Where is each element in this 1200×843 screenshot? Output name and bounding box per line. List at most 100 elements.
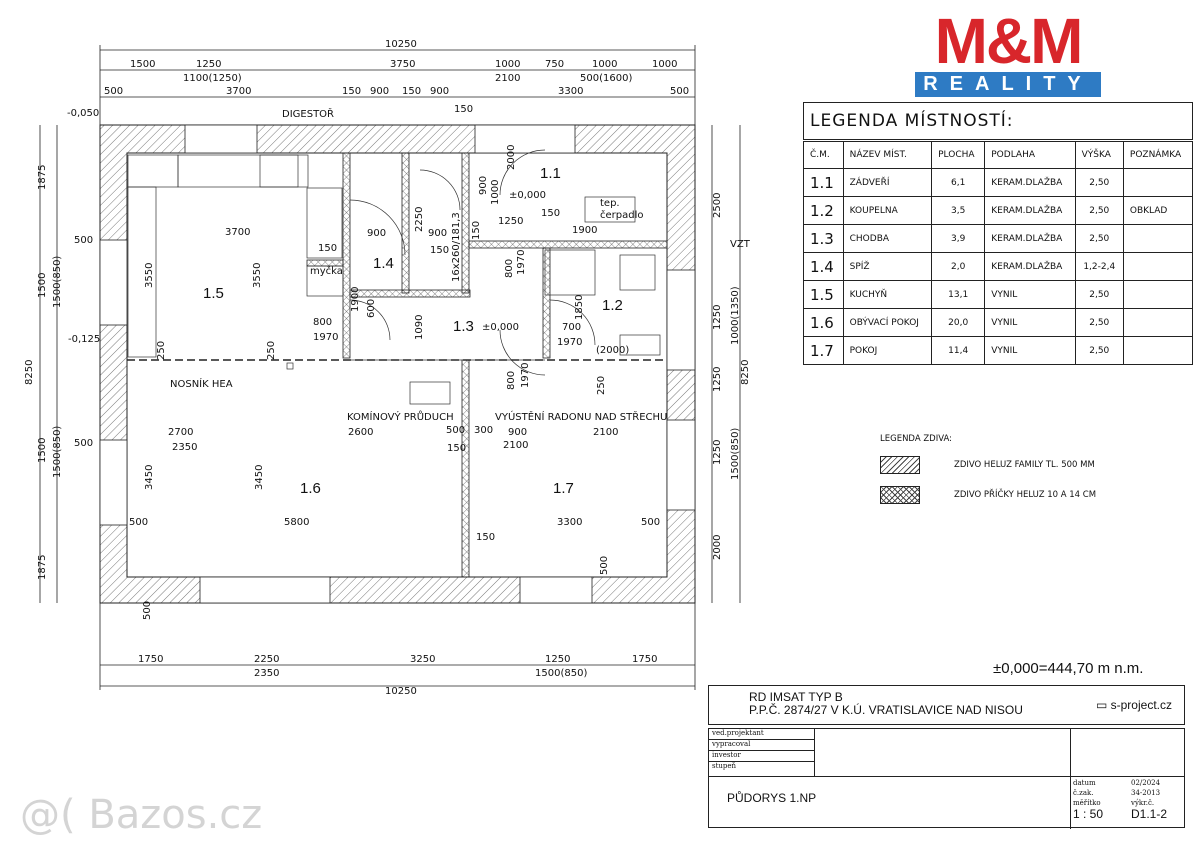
- dimension-label: 250: [596, 376, 607, 395]
- dimension-label: 2250: [414, 207, 425, 232]
- dimension-label: 3250: [410, 654, 435, 665]
- role-label: investor: [709, 751, 814, 762]
- mm-reality-logo: M&M REALITY: [915, 9, 1101, 98]
- role-label: ved.projektant: [709, 729, 814, 740]
- dimension-label: 750: [545, 59, 564, 70]
- hatch-swatch: [880, 456, 920, 474]
- dimension-label: 800: [506, 371, 517, 390]
- dimension-label: 3750: [390, 59, 415, 70]
- wall-legend-label: ZDIVO HELUZ FAMILY TL. 500 MM: [954, 460, 1095, 470]
- dimension-label: 2350: [172, 442, 197, 453]
- sheet-label: výkr.č.: [1131, 799, 1155, 807]
- room-legend-cell: VYNIL: [984, 336, 1076, 365]
- column-header: NÁZEV MÍST.: [842, 140, 933, 169]
- dimension-label: 800: [313, 317, 332, 328]
- dimension-label: 3550: [144, 263, 155, 288]
- plan-annotation: -0,050: [67, 108, 99, 119]
- room-legend-cell: 1.2: [803, 196, 844, 225]
- room-legend-cell: OBKLAD: [1122, 196, 1194, 225]
- room-legend-cell: SPÍŽ: [842, 252, 933, 281]
- room-legend-cell: 2,50: [1074, 196, 1124, 225]
- role-label: vypracoval: [709, 740, 814, 751]
- dimension-label: 900: [430, 86, 449, 97]
- dimension-label: 500: [129, 517, 148, 528]
- room-legend-cell: KERAM.DLAŽBA: [984, 224, 1076, 253]
- dimension-label: 2000: [712, 535, 723, 560]
- room-legend-cell: 13,1: [931, 280, 986, 309]
- role-label: stupeň: [712, 762, 737, 770]
- dimension-label: 150: [402, 86, 421, 97]
- dimension-label: 1500(850): [730, 428, 741, 480]
- dimension-label: 3700: [225, 227, 250, 238]
- crosshatch-swatch: [880, 486, 920, 504]
- room-legend-cell: KERAM.DLAŽBA: [984, 168, 1076, 197]
- dimension-label: 150: [476, 532, 495, 543]
- room-number: 1.5: [203, 285, 224, 302]
- room-legend-cell: [1122, 224, 1194, 253]
- dimension-label: 500: [104, 86, 123, 97]
- wall-legend-title: LEGENDA ZDIVA:: [880, 434, 953, 444]
- dimension-label: 3300: [557, 517, 582, 528]
- dimension-label: 1500(850): [535, 668, 587, 679]
- dimension-label: 1970: [313, 332, 338, 343]
- title-block-body: ved.projektant vypracoval investor stupe…: [708, 728, 1185, 829]
- room-legend-cell: 2,0: [931, 252, 986, 281]
- dimension-label: 1500: [37, 438, 48, 463]
- dimension-label: 1500: [130, 59, 155, 70]
- room-legend-cell: 2,50: [1074, 336, 1124, 365]
- dimension-label: 1250: [498, 216, 523, 227]
- dimension-label: 1500: [37, 273, 48, 298]
- room-legend-cell: 1.3: [803, 224, 844, 253]
- dimension-label: 1750: [632, 654, 657, 665]
- dimension-label: 300: [474, 425, 493, 436]
- room-legend-cell: CHODBA: [842, 224, 933, 253]
- wall-legend-item: ZDIVO HELUZ FAMILY TL. 500 MM: [880, 456, 1096, 474]
- project-name: RD IMSAT TYP B: [749, 690, 843, 704]
- dimension-label: 600: [366, 299, 377, 318]
- dimension-label: 900: [428, 228, 447, 239]
- dimension-label: 1970: [520, 363, 531, 388]
- project-header: RD IMSAT TYP B P.P.Č. 2874/27 V K.Ú. VRA…: [708, 685, 1185, 725]
- room-legend-cell: OBÝVACÍ POKOJ: [842, 308, 933, 337]
- plan-annotation: -0,125: [68, 334, 100, 345]
- room-legend-cell: 1.6: [803, 308, 844, 337]
- room-legend-cell: 3,5: [931, 196, 986, 225]
- dimension-label: 150: [430, 245, 449, 256]
- room-legend-cell: POKOJ: [842, 336, 933, 365]
- dimension-label: 2100: [593, 427, 618, 438]
- wall-legend: LEGENDA ZDIVA: ZDIVO HELUZ FAMILY TL. 50…: [880, 434, 1096, 504]
- dimension-label: 2500: [712, 193, 723, 218]
- dimension-label: 500: [599, 556, 610, 575]
- plan-annotation: tep.: [600, 198, 620, 209]
- dimension-label: 900: [478, 176, 489, 195]
- room-legend-cell: KERAM.DLAŽBA: [984, 252, 1076, 281]
- room-legend-cell: [1122, 168, 1194, 197]
- dimension-label: 8250: [740, 360, 751, 385]
- room-legend-cell: 2,50: [1074, 280, 1124, 309]
- room-legend-table: LEGENDA MÍSTNOSTÍ: Č.M. NÁZEV MÍST. PLOC…: [803, 102, 1194, 365]
- plan-annotation: DIGESTOŘ: [282, 107, 334, 120]
- dimension-label: 1750: [138, 654, 163, 665]
- room-legend-cell: 3,9: [931, 224, 986, 253]
- room-legend-cell: KERAM.DLAŽBA: [984, 196, 1076, 225]
- room-legend-cell: ZÁDVEŘÍ: [842, 168, 933, 197]
- dimension-label: 900: [370, 86, 389, 97]
- company-name: s-project.cz: [1110, 698, 1172, 712]
- room-number: 1.6: [300, 480, 321, 497]
- column-header: PODLAHA: [984, 140, 1076, 169]
- room-number: 1.3: [453, 318, 474, 335]
- room-legend-cell: 11,4: [931, 336, 986, 365]
- dimension-label: 3550: [252, 263, 263, 288]
- room-number: 1.4: [373, 255, 394, 272]
- dimension-label: 500: [74, 438, 93, 449]
- room-legend-header: Č.M. NÁZEV MÍST. PLOCHA PODLAHA VÝŠKA PO…: [803, 140, 1194, 169]
- dimension-label: 1000: [495, 59, 520, 70]
- elevation-reference: ±0,000=444,70 m n.m.: [993, 660, 1144, 677]
- dimension-label: 8250: [24, 360, 35, 385]
- column-header: VÝŠKA: [1074, 140, 1124, 169]
- dimension-label: 10250: [385, 39, 417, 50]
